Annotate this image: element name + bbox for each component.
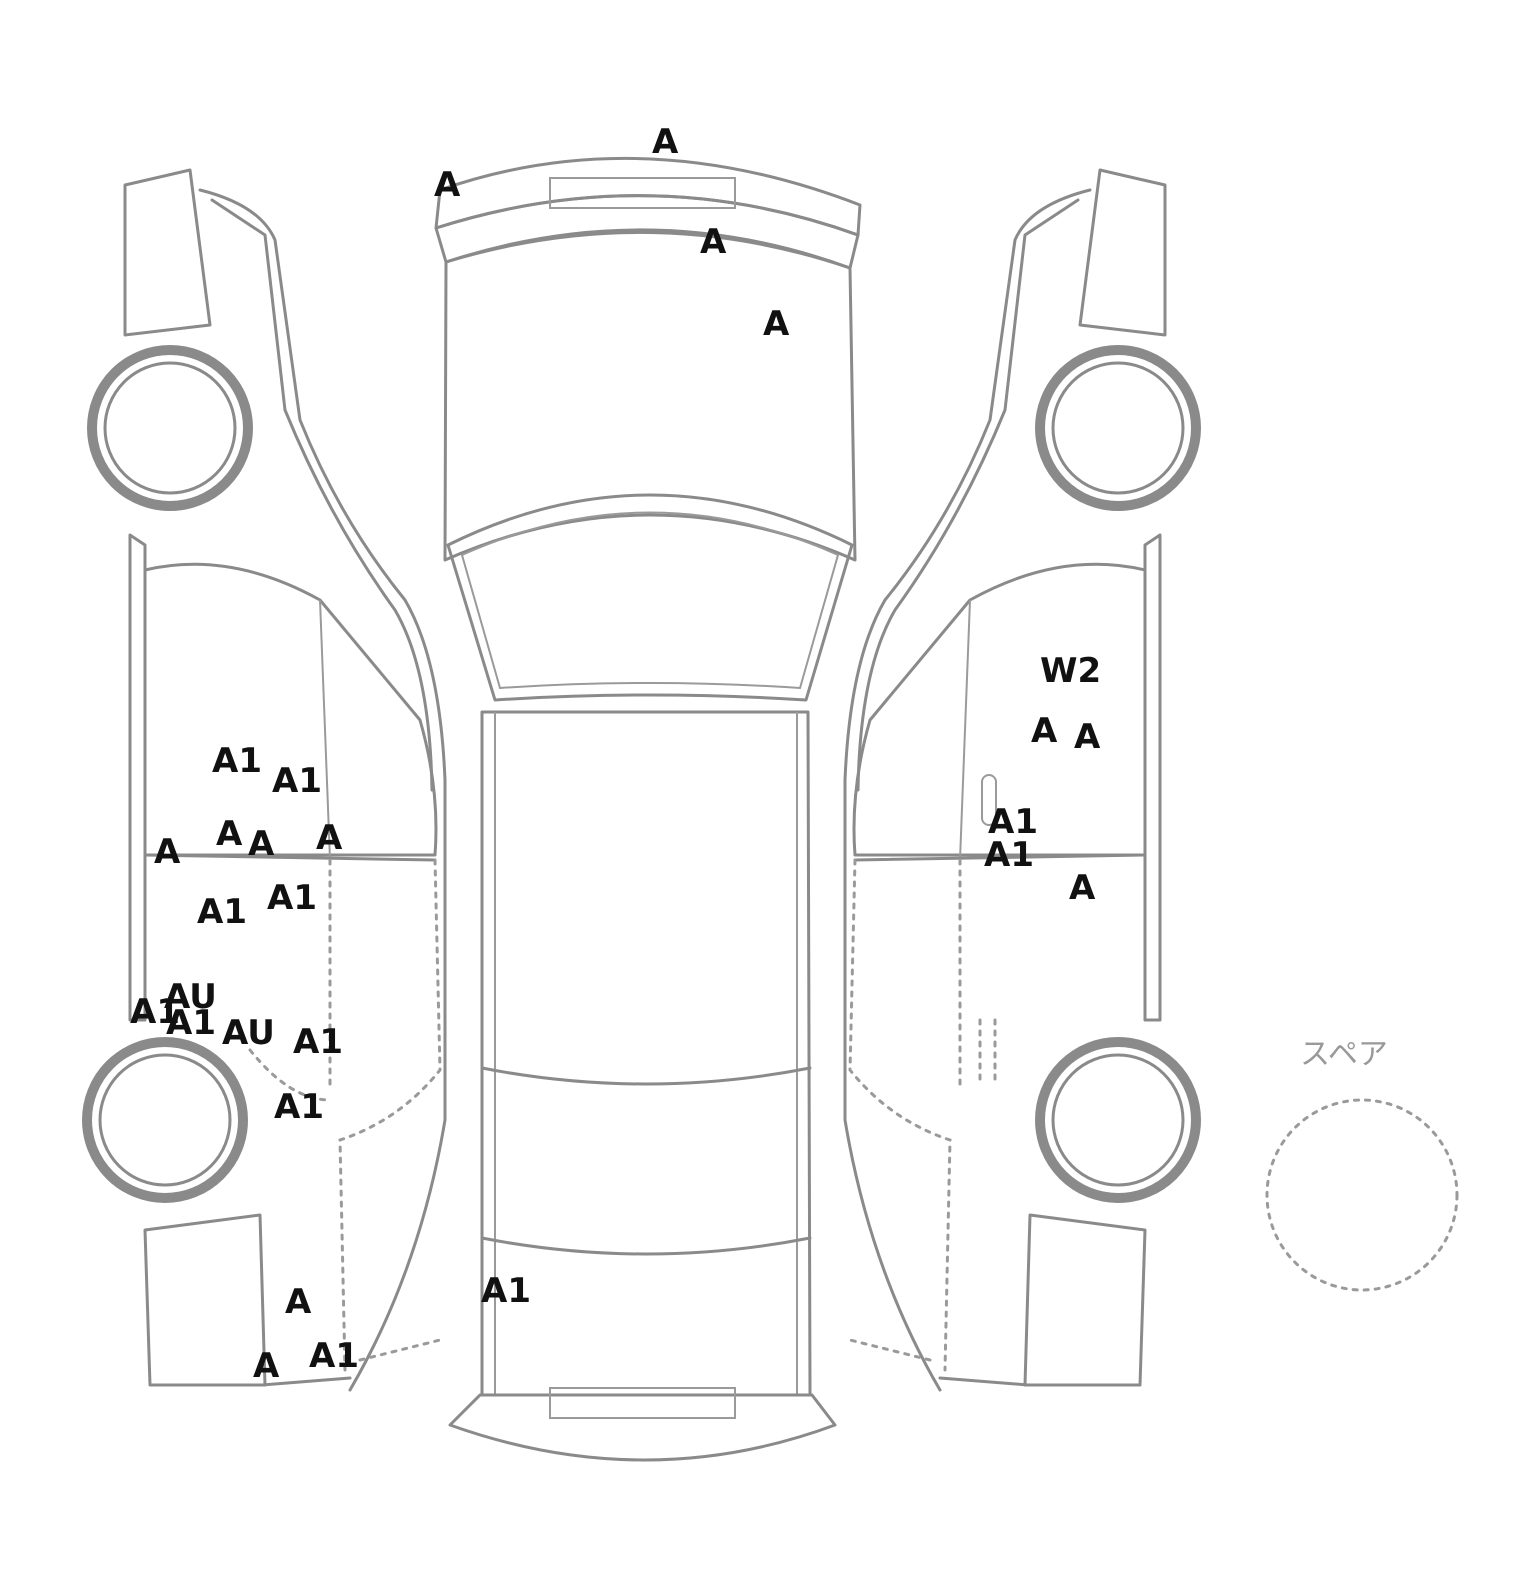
damage-mark: A1 [988,802,1038,842]
car-left-side-view [123,168,447,1392]
damage-mark: A1 [293,1022,343,1062]
damage-mark: A [652,122,679,162]
damage-mark: W2 [1040,651,1102,691]
damage-mark: A1 [197,892,247,932]
car-top-view [434,156,862,1462]
damage-mark: A [316,818,343,858]
damage-mark: A1 [984,835,1034,875]
spare-tire-outline [1265,1098,1459,1292]
damage-mark: A1 [274,1087,324,1127]
damage-mark: AU [222,1013,275,1053]
spare-tire-label: スペア [1300,1037,1388,1072]
damage-mark: AU [164,977,217,1017]
damage-mark: A [763,304,790,344]
damage-mark: A [1074,717,1101,757]
wheels [82,345,1201,1203]
damage-mark: A [1031,711,1058,751]
damage-mark: A [253,1346,280,1386]
damage-mark: A [700,222,727,262]
damage-mark: A1 [309,1336,359,1376]
damage-mark: A [154,832,181,872]
damage-mark: A [248,824,275,864]
damage-mark: A1 [130,992,180,1032]
damage-mark: A [285,1282,312,1322]
damage-mark: A1 [481,1271,531,1311]
damage-mark: A [1069,868,1096,908]
damage-mark: A [434,165,461,205]
damage-mark: A1 [166,1003,216,1043]
damage-mark: A1 [212,741,262,781]
damage-mark: A1 [267,878,317,918]
car-right-side-view [843,168,1167,1392]
damage-mark: A [216,814,243,854]
damage-mark: A1 [272,761,322,801]
